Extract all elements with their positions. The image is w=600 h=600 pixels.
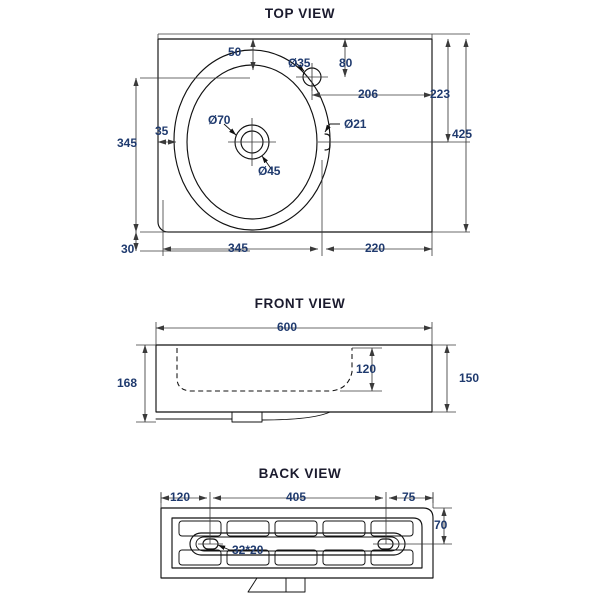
back-view-body-outline — [160, 507, 434, 579]
back-rib-top-5 — [370, 520, 414, 537]
front-view-body-outline — [155, 344, 433, 413]
back-rib-top-1 — [178, 520, 222, 537]
dim-label-dia35: Ø35 — [288, 56, 311, 70]
front-view-bowl-hidden-profile — [176, 348, 353, 392]
dim-label-600: 600 — [277, 320, 298, 334]
back-rib-top-4 — [322, 520, 366, 537]
dim-label-50: 50 — [228, 45, 242, 59]
dim-label-345-left: 345 — [117, 136, 138, 150]
overflow-leader — [324, 123, 340, 133]
dim-label-dia21: Ø21 — [344, 117, 367, 131]
dim-label-120-back: 120 — [170, 490, 191, 504]
dim-label-70: 70 — [434, 518, 448, 532]
back-view-recess-frame — [171, 517, 423, 569]
waste-outer-leader — [223, 123, 237, 136]
dim-label-75: 75 — [402, 490, 416, 504]
tap-hole-leader — [295, 62, 305, 72]
waste-inner-leader — [261, 155, 273, 171]
front-view-geometry — [136, 322, 456, 423]
back-rib-top-2 — [226, 520, 270, 537]
dim-label-80: 80 — [339, 56, 353, 70]
fixing-slot-leader — [217, 544, 233, 552]
back-rib-bottom-1 — [178, 549, 222, 566]
dim-label-dia70: Ø70 — [208, 113, 231, 127]
top-view-geometry — [133, 33, 470, 256]
dim-label-30: 30 — [121, 242, 135, 256]
dim-label-168: 168 — [117, 376, 138, 390]
dim-label-206: 206 — [358, 87, 379, 101]
dim-label-dia45: Ø45 — [258, 164, 281, 178]
back-view-geometry — [160, 492, 452, 593]
dim-label-220: 220 — [365, 241, 386, 255]
dim-label-35: 35 — [155, 124, 169, 138]
dim-label-405: 405 — [286, 490, 307, 504]
dim-label-slot: 32*20 — [232, 543, 264, 557]
front-view-waste-stub — [231, 411, 263, 423]
dim-label-425: 425 — [452, 127, 473, 141]
top-view-title: TOP VIEW — [264, 6, 336, 21]
back-view-waste-stub — [247, 577, 306, 593]
back-rib-bottom-5 — [370, 549, 414, 566]
back-rib-bottom-4 — [322, 549, 366, 566]
dim-label-150: 150 — [459, 371, 480, 385]
front-view-underside-curve — [155, 411, 331, 421]
back-rib-bottom-3 — [274, 549, 318, 566]
back-rib-top-3 — [274, 520, 318, 537]
dim-label-120: 120 — [356, 362, 377, 376]
dim-label-345-bottom: 345 — [228, 241, 249, 255]
back-view-title: BACK VIEW — [258, 466, 342, 481]
back-rib-bottom-2 — [226, 549, 270, 566]
front-view-title: FRONT VIEW — [254, 296, 346, 311]
dim-label-223: 223 — [430, 87, 451, 101]
